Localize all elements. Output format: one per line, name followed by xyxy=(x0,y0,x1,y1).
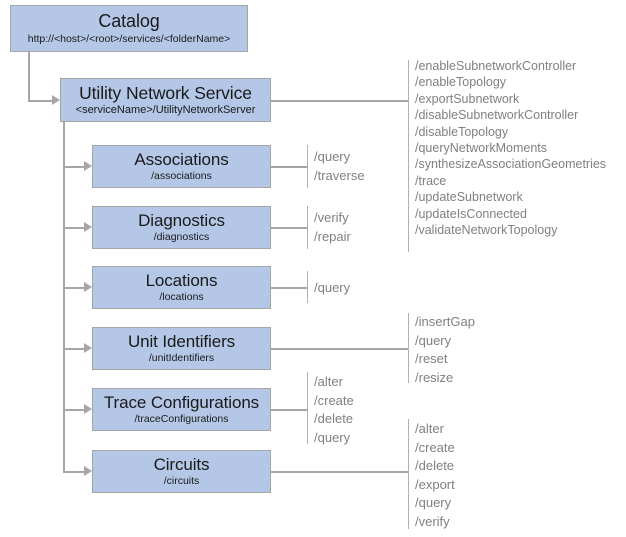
connector-service-to-operations xyxy=(271,100,408,102)
operation-item: /alter xyxy=(314,374,343,389)
operation-item: /validateNetworkTopology xyxy=(415,223,558,238)
node-catalog-title: Catalog xyxy=(98,11,160,32)
operation-item: /trace xyxy=(415,173,447,188)
node-trace-configurations-title: Trace Configurations xyxy=(103,392,260,412)
node-unit-identifiers-title: Unit Identifiers xyxy=(127,331,236,351)
connector-catalog-down xyxy=(28,52,30,100)
operations-trace-configurations: /alter /create /delete /query xyxy=(314,373,354,447)
node-diagnostics-path: /diagnostics xyxy=(153,231,210,244)
operation-item: /traverse xyxy=(314,167,365,183)
operation-item: /query xyxy=(415,495,452,510)
node-diagnostics-title: Diagnostics xyxy=(138,210,225,230)
node-associations-path: /associations xyxy=(151,170,212,183)
node-locations-title: Locations xyxy=(145,270,218,290)
operations-diagnostics: /verify /repair xyxy=(314,209,351,246)
connector-associations-to-operations xyxy=(271,166,307,168)
arrow-to-diagnostics xyxy=(84,222,92,232)
arrow-to-unit-identifiers xyxy=(84,343,92,353)
node-associations[interactable]: Associations /associations xyxy=(92,145,271,188)
operation-item: /query xyxy=(314,429,351,445)
connector-trunk-to-locations xyxy=(63,287,84,289)
operations-circuits: /alter /create /delete /export /query /v… xyxy=(415,420,455,531)
operation-item: /disableSubnetworkController xyxy=(415,108,579,123)
opbar-diagnostics xyxy=(307,206,308,249)
operation-item: /query xyxy=(314,280,351,295)
node-circuits-path: /circuits xyxy=(163,475,200,488)
operation-item: /verify xyxy=(314,210,349,225)
operation-item: /disableTopology xyxy=(415,124,509,139)
arrow-to-trace-configurations xyxy=(84,404,92,414)
operations-service: /enableSubnetworkController /enableTopol… xyxy=(415,58,606,238)
connector-circuits-to-operations xyxy=(271,471,408,473)
opbar-unit-identifiers xyxy=(408,313,409,383)
arrow-to-circuits xyxy=(84,466,92,476)
node-unit-identifiers-path: /unitIdentifiers xyxy=(148,352,215,365)
node-utility-network-service[interactable]: Utility Network Service <serviceName>/Ut… xyxy=(60,78,271,122)
connector-trunk-to-trace-configurations xyxy=(63,409,84,411)
operation-item: /enableTopology xyxy=(415,75,507,90)
node-locations[interactable]: Locations /locations xyxy=(92,266,271,309)
connector-locations-to-operations xyxy=(271,287,307,289)
operation-item: /create xyxy=(314,392,354,408)
operation-item: /updateSubnetwork xyxy=(415,190,523,205)
operation-item: /delete xyxy=(415,458,455,473)
connector-trunk-to-associations xyxy=(63,166,84,168)
connector-trunk-to-diagnostics xyxy=(63,227,84,229)
node-circuits[interactable]: Circuits /circuits xyxy=(92,450,271,493)
arrow-to-associations xyxy=(84,161,92,171)
arrow-to-locations xyxy=(84,282,92,292)
node-service-title: Utility Network Service xyxy=(79,82,252,103)
operation-item: /exportSubnetwork xyxy=(415,91,520,106)
operation-item: /delete xyxy=(314,411,354,426)
operation-item: /enableSubnetworkController xyxy=(415,59,577,73)
operation-item: /verify xyxy=(415,513,450,529)
operation-item: /insertGap xyxy=(415,314,475,329)
operation-item: /alter xyxy=(415,421,444,436)
operation-item: /synthesizeAssociationGeometries xyxy=(415,157,607,172)
opbar-circuits xyxy=(408,419,409,529)
node-unit-identifiers[interactable]: Unit Identifiers /unitIdentifiers xyxy=(92,327,271,370)
node-circuits-title: Circuits xyxy=(153,454,210,474)
operations-associations: /query /traverse xyxy=(314,148,365,185)
arrow-catalog-to-service xyxy=(52,95,60,105)
connector-trace-configurations-to-operations xyxy=(271,409,307,411)
operation-item: /query xyxy=(314,149,351,164)
connector-trunk-to-unit-identifiers xyxy=(63,348,84,350)
connector-trunk-to-circuits xyxy=(63,471,84,473)
connector-diagnostics-to-operations xyxy=(271,227,307,229)
operation-item: /updateIsConnected xyxy=(415,206,527,221)
node-diagnostics[interactable]: Diagnostics /diagnostics xyxy=(92,206,271,249)
operation-item: /create xyxy=(415,439,455,455)
operation-item: /export xyxy=(415,476,455,492)
operations-locations: /query xyxy=(314,279,350,298)
opbar-trace-configurations xyxy=(307,372,308,444)
operation-item: /resize xyxy=(415,369,454,385)
opbar-locations xyxy=(307,271,308,303)
connector-unit-identifiers-to-operations xyxy=(271,348,408,350)
node-trace-configurations[interactable]: Trace Configurations /traceConfiguration… xyxy=(92,388,271,431)
node-catalog-path: http://<host>/<root>/services/<folderNam… xyxy=(27,32,231,45)
node-associations-title: Associations xyxy=(134,149,229,169)
operation-item: /queryNetworkMoments xyxy=(415,141,547,156)
operation-item: /repair xyxy=(314,228,351,244)
operation-item: /reset xyxy=(415,351,448,366)
node-service-path: <serviceName>/UtilityNetworkServer xyxy=(75,103,256,116)
operations-unit-identifiers: /insertGap /query /reset /resize xyxy=(415,313,475,387)
node-trace-configurations-path: /traceConfigurations xyxy=(134,413,229,426)
operation-item: /query xyxy=(415,332,452,348)
node-catalog[interactable]: Catalog http://<host>/<root>/services/<f… xyxy=(10,5,248,52)
opbar-associations xyxy=(307,145,308,188)
connector-catalog-to-service xyxy=(28,100,53,102)
node-locations-path: /locations xyxy=(159,291,204,304)
connector-service-trunk xyxy=(63,122,65,471)
opbar-service xyxy=(408,60,409,252)
